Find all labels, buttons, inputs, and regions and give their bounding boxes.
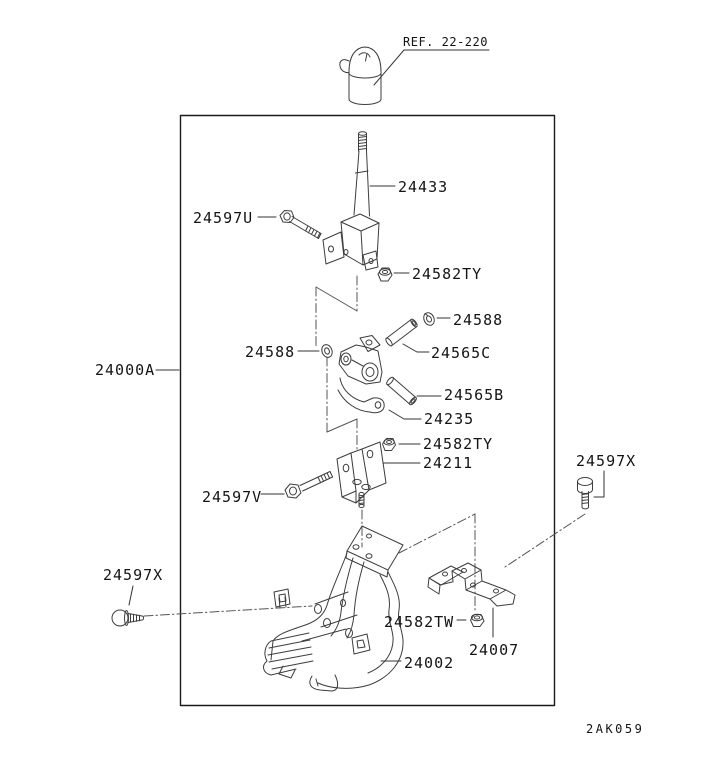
callout-24007: 24007 xyxy=(469,641,520,659)
shift-lever xyxy=(322,131,380,271)
callout-24582TY-upper: 24582TY xyxy=(412,265,483,283)
drawing-code: 2AK059 xyxy=(586,722,645,736)
pin-24565B-drawing xyxy=(386,376,417,406)
centerline-jogs xyxy=(315,286,358,433)
callout-24588-right: 24588 xyxy=(453,311,504,329)
callout-24597X-right: 24597X xyxy=(576,452,637,470)
callout-24582TW: 24582TW xyxy=(384,613,455,631)
centerlines xyxy=(143,275,586,617)
callout-24002: 24002 xyxy=(404,654,455,672)
pin-24565C-drawing xyxy=(385,318,418,347)
clip-24588-right-drawing xyxy=(423,312,435,326)
shift-knob xyxy=(339,46,382,105)
callout-24588-left: 24588 xyxy=(245,343,296,361)
callout-24565B: 24565B xyxy=(444,386,505,404)
bolt-24597U-drawing xyxy=(279,210,322,239)
callout-24565C: 24565C xyxy=(431,344,492,362)
nut-24582TY-upper-drawing xyxy=(377,267,393,282)
label-leader-lines xyxy=(128,185,605,662)
callout-24582TY-lower: 24582TY xyxy=(423,435,494,453)
bracket-24211-drawing xyxy=(336,441,387,509)
callout-24597X-left: 24597X xyxy=(103,566,164,584)
assembly-boundary-box xyxy=(179,114,556,707)
washer-24588-left-drawing xyxy=(321,344,333,358)
bracket-24235-drawing xyxy=(337,335,385,414)
callout-24597V: 24597V xyxy=(202,488,263,506)
callout-24211: 24211 xyxy=(423,454,474,472)
bolt-24597X-left-drawing xyxy=(111,609,145,627)
nut-24582TW-drawing xyxy=(470,613,485,627)
callout-24000A: 24000A xyxy=(95,361,156,379)
callout-24235: 24235 xyxy=(424,410,475,428)
bracket-24007-drawing xyxy=(427,562,516,607)
callout-24433: 24433 xyxy=(398,178,449,196)
nut-24582TY-lower-drawing xyxy=(382,438,396,451)
bolt-24597X-right-drawing xyxy=(577,477,593,510)
ref-note-label: REF. 22-220 xyxy=(403,35,488,49)
callout-24597U: 24597U xyxy=(193,209,254,227)
bracket-24002-drawing xyxy=(263,525,404,692)
bolt-24597V-drawing xyxy=(284,471,334,499)
ref-leader-line xyxy=(373,49,490,86)
